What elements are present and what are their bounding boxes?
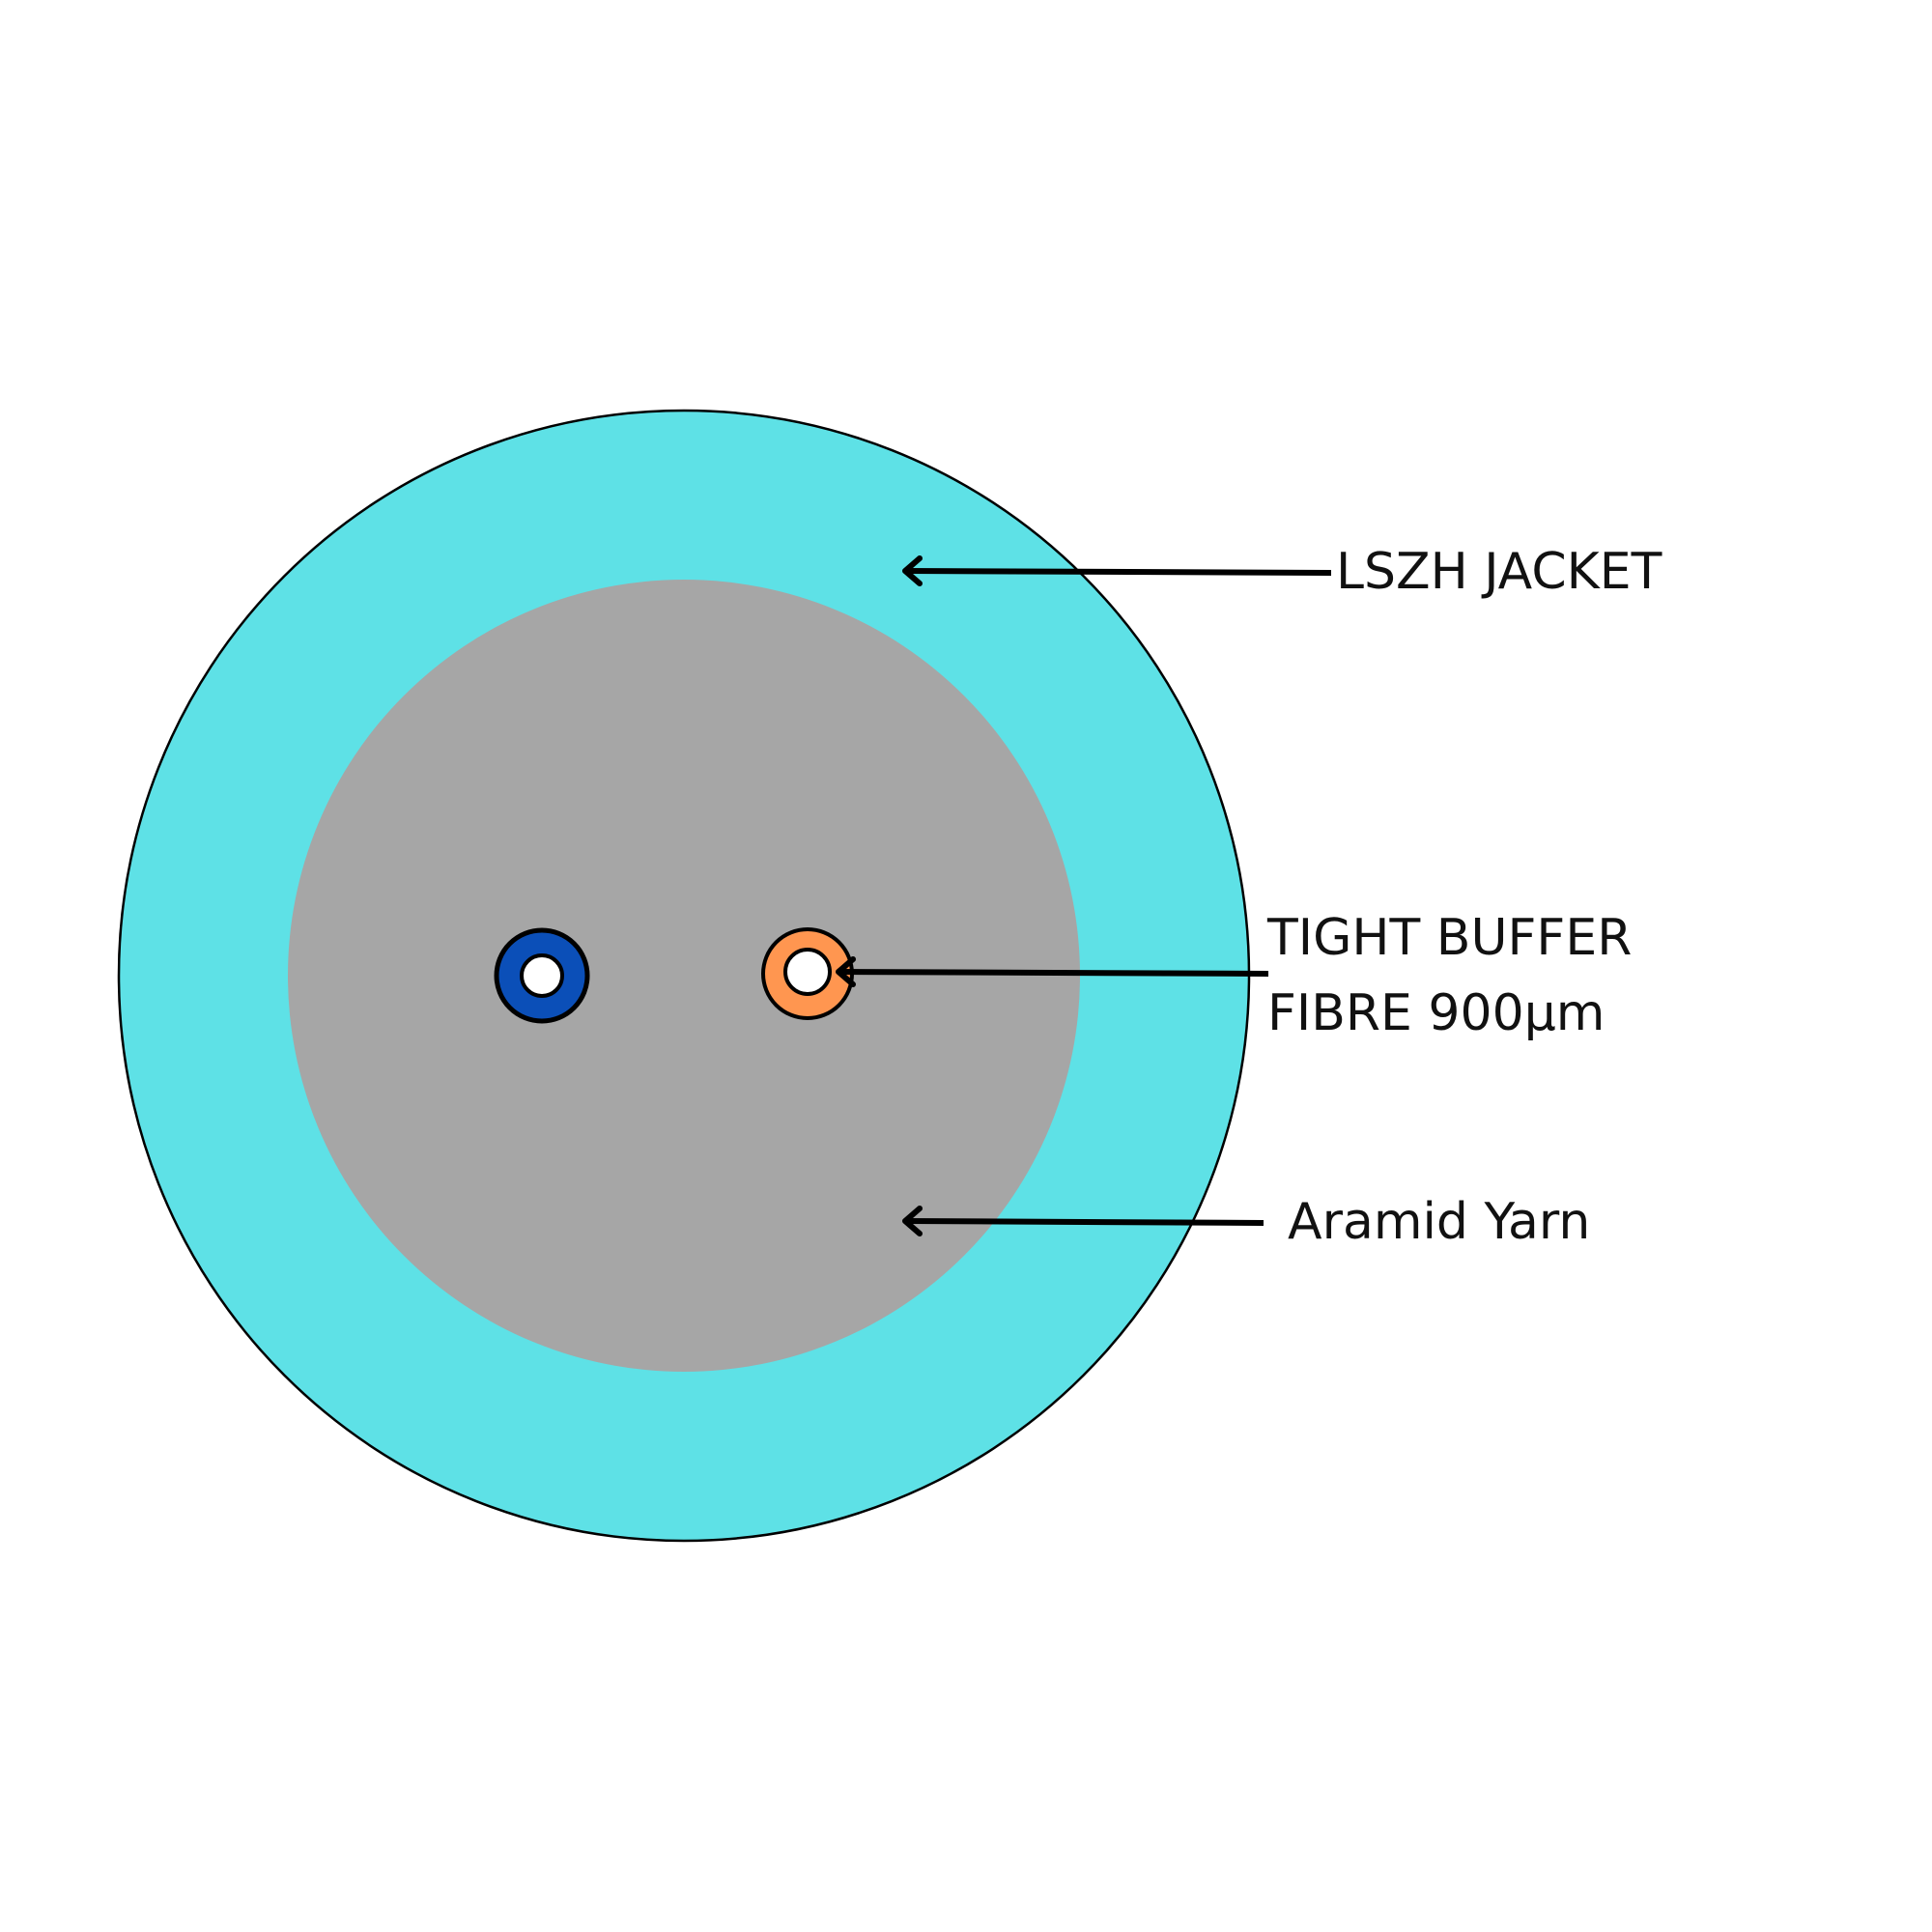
buffer-label-line2: FIBRE 900µm	[1267, 984, 1605, 1042]
yarn-label: Aramid Yarn	[1288, 1193, 1590, 1251]
fibre-blue	[494, 927, 590, 1024]
aramid-yarn	[288, 580, 1080, 1372]
buffer-leader-arrow	[836, 956, 1269, 987]
buffer-label-line1: TIGHT BUFFER	[1266, 909, 1632, 967]
yarn-leader-arrow	[902, 1206, 1264, 1236]
jacket-leader-arrow	[902, 555, 1332, 586]
jacket-label: LSZH JACKET	[1336, 543, 1662, 601]
fibre-orange	[761, 927, 854, 1020]
